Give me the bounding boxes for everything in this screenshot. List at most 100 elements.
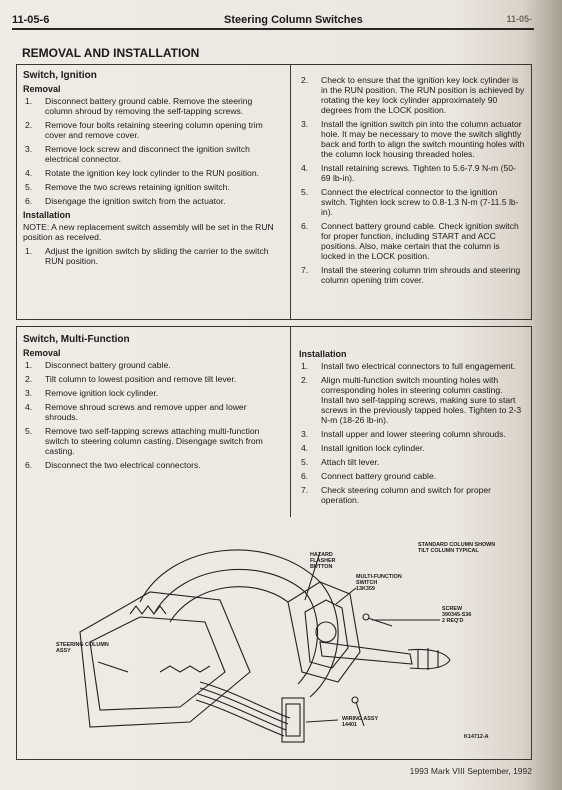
section-title: REMOVAL AND INSTALLATION — [22, 46, 200, 60]
step-text: Remove four bolts retaining steering col… — [45, 120, 263, 140]
ignition-note: NOTE: A new replacement switch assembly … — [23, 222, 274, 242]
step-text: Rotate the ignition key lock cylinder to… — [45, 168, 259, 178]
ignition-left-column: Switch, Ignition Removal 1.Disconnect ba… — [23, 71, 281, 270]
header-rule — [12, 28, 534, 30]
multifunction-title: Switch, Multi-Function — [23, 334, 130, 345]
step-text: Install the ignition switch pin into the… — [321, 119, 525, 159]
step-number: 4. — [301, 163, 309, 173]
step-text: Attach tilt lever. — [321, 457, 380, 467]
list-item: 5. Remove two self-tapping screws attachi… — [23, 426, 281, 456]
step-text: Disconnect the two electrical connectors… — [45, 460, 201, 470]
list-item: 4. Install retaining screws. Tighten to 5… — [299, 163, 525, 183]
figure-code: K14712-A — [464, 734, 489, 740]
step-number: 5. — [25, 426, 33, 436]
step-text: Install retaining screws. Tighten to 5.6… — [321, 163, 516, 183]
step-number: 5. — [25, 182, 33, 192]
step-number: 4. — [25, 168, 33, 178]
list-item: 1. Disconnect battery ground cable. — [23, 360, 281, 370]
list-item: 5. Connect the electrical connector to th… — [299, 187, 525, 217]
column-divider — [290, 327, 291, 517]
list-item: 2. Align multi-function switch mounting h… — [299, 375, 525, 425]
step-text: Remove shroud screws and remove upper an… — [45, 402, 247, 422]
column-divider — [290, 65, 291, 319]
list-item: 4. Remove shroud screws and remove upper … — [23, 402, 281, 422]
step-number: 6. — [301, 471, 309, 481]
ignition-switch-box: Switch, Ignition Removal 1.Disconnect ba… — [16, 64, 532, 320]
step-text: Install two electrical connectors to ful… — [321, 361, 516, 371]
list-item: 3. Remove lock screw and disconnect the i… — [23, 144, 281, 164]
step-text: Disengage the ignition switch from the a… — [45, 196, 226, 206]
step-text: Remove two self-tapping screws attaching… — [45, 426, 263, 456]
step-number: 4. — [301, 443, 309, 453]
header-edge-text: 11-05- — [506, 14, 532, 24]
step-number: 4. — [25, 402, 33, 412]
step-text: Remove lock screw and disconnect the ign… — [45, 144, 250, 164]
list-item: 3.Remove ignition lock cylinder. — [23, 388, 281, 398]
step-text: Connect battery ground cable. Check igni… — [321, 221, 519, 261]
list-item: 1. Adjust the ignition switch by sliding … — [23, 246, 281, 266]
multifunction-installation-heading: Installation — [299, 349, 347, 359]
step-text: Install ignition lock cylinder. — [321, 443, 425, 453]
step-number: 3. — [25, 144, 33, 154]
page-footer: 1993 Mark VIII September, 1992 — [409, 766, 532, 776]
page-code: 11-05-6 — [12, 14, 50, 26]
step-text: Remove the two screws retaining ignition… — [45, 182, 230, 192]
step-number: 2. — [25, 374, 33, 384]
step-number: 2. — [25, 120, 33, 130]
steering-column-drawing — [79, 549, 451, 743]
multifunction-right-column: Installation 1. Install two electrical co… — [299, 347, 525, 509]
step-number: 1. — [25, 246, 33, 256]
step-text: Connect battery ground cable. — [321, 471, 437, 481]
step-number: 3. — [25, 388, 33, 398]
step-number: 2. — [301, 375, 309, 385]
list-item: 3.Install upper and lower steering colum… — [299, 429, 525, 439]
step-number: 5. — [301, 187, 309, 197]
step-number: 6. — [301, 221, 309, 231]
step-text: Adjust the ignition switch by sliding th… — [45, 246, 269, 266]
step-text: Connect the electrical connector to the … — [321, 187, 519, 217]
step-number: 1. — [301, 361, 309, 371]
step-text: Install the steering column trim shrouds… — [321, 265, 521, 285]
list-item: 7. Check steering column and switch for p… — [299, 485, 525, 505]
list-item: 2. Remove four bolts retaining steering c… — [23, 120, 281, 140]
list-item: 3. Install the ignition switch pin into t… — [299, 119, 525, 159]
multifunction-switch-box: Switch, Multi-Function Removal 1. Disconn… — [16, 326, 532, 760]
step-text: Check to ensure that the ignition key lo… — [321, 75, 525, 115]
list-item: 6. Connect battery ground cable. — [299, 471, 525, 481]
ignition-right-column: 2.Check to ensure that the ignition key … — [299, 75, 525, 289]
ignition-installation-heading: Installation — [23, 210, 71, 220]
ignition-removal-list: 1.Disconnect battery ground cable. Remov… — [23, 96, 281, 206]
list-item: 5. Remove the two screws retaining igniti… — [23, 182, 281, 192]
step-number: 7. — [301, 485, 309, 495]
step-number: 6. — [25, 460, 33, 470]
step-text: Disconnect battery ground cable. Remove … — [45, 96, 253, 116]
list-item: 6. Disconnect the two electrical connecto… — [23, 460, 281, 470]
page-header: 11-05-6 Steering Column Switches 11-05- — [12, 14, 532, 36]
step-text: Install upper and lower steering column … — [321, 429, 506, 439]
list-item: 4. Rotate the ignition key lock cylinder … — [23, 168, 281, 178]
step-text: Check steering column and switch for pro… — [321, 485, 492, 505]
multifunction-removal-heading: Removal — [23, 348, 61, 358]
step-number: 6. — [25, 196, 33, 206]
step-text: Align multi-function switch mounting hol… — [321, 375, 522, 425]
list-item: 4. Install ignition lock cylinder. — [299, 443, 525, 453]
step-number: 1. — [25, 360, 33, 370]
list-item: 6. Connect battery ground cable. Check ig… — [299, 221, 525, 261]
ignition-removal-heading: Removal — [23, 84, 61, 94]
step-text: Disconnect battery ground cable. — [45, 360, 171, 370]
step-number: 5. — [301, 457, 309, 467]
page-title: Steering Column Switches — [224, 14, 363, 26]
list-item: 2.Tilt column to lowest position and rem… — [23, 374, 281, 384]
step-number: 7. — [301, 265, 309, 275]
list-item: 7. Install the steering column trim shrou… — [299, 265, 525, 285]
multifunction-left-column: Switch, Multi-Function Removal 1. Disconn… — [23, 335, 281, 474]
step-number: 3. — [301, 119, 309, 129]
